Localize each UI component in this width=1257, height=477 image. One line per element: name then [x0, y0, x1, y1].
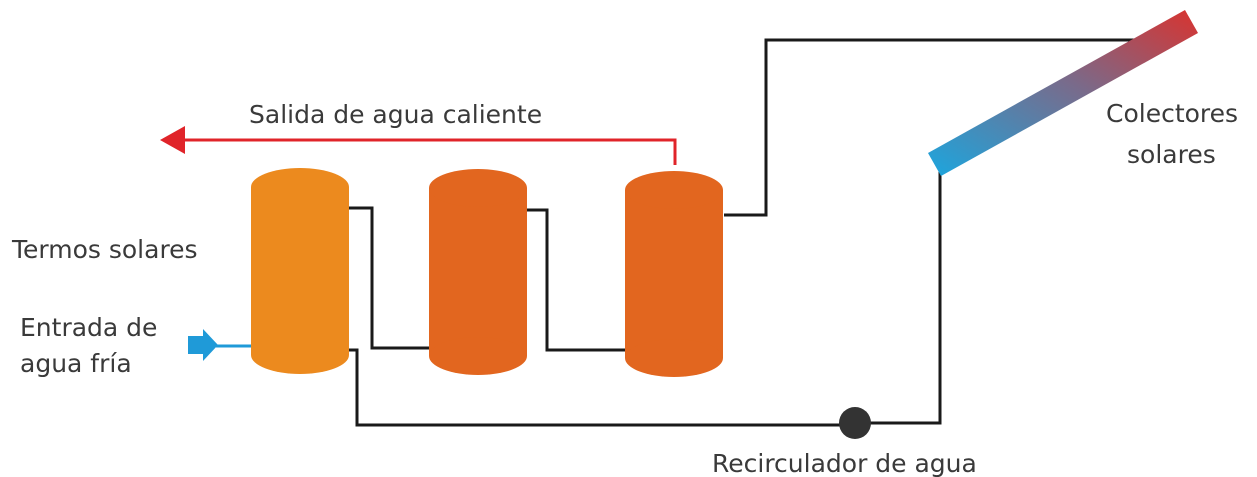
- tank-2: [429, 169, 527, 375]
- solar-collector-panel: [928, 10, 1198, 176]
- solar-thermos-label: Termos solares: [11, 235, 198, 264]
- hot-water-arrow-icon: [160, 126, 185, 154]
- connection-pipes: [348, 38, 1178, 427]
- hot-water-outlet: [160, 126, 677, 165]
- recirculator-pump-icon: [839, 407, 871, 439]
- pipe-pump-collector: [870, 160, 942, 425]
- tank-3: [625, 171, 723, 377]
- hot-water-pipe: [185, 138, 677, 165]
- collectors-label-line1: Colectores: [1106, 99, 1238, 128]
- recirculator-label: Recirculador de agua: [712, 449, 977, 477]
- cold-water-arrow-icon: [188, 329, 218, 361]
- pipe-tank3-collector: [724, 38, 1178, 217]
- hot-water-outlet-label: Salida de agua caliente: [249, 100, 542, 129]
- pipe-return-to-pump: [348, 348, 842, 427]
- cold-water-inlet: [188, 329, 252, 361]
- cold-water-inlet-label-line1: Entrada de: [20, 313, 157, 342]
- tank-1: [251, 168, 349, 374]
- pipe-tank1-tank2: [348, 206, 430, 350]
- pipe-tank2-tank3: [526, 208, 626, 352]
- collectors-label-line2: solares: [1127, 140, 1216, 169]
- cold-water-inlet-label-line2: agua fría: [20, 349, 132, 378]
